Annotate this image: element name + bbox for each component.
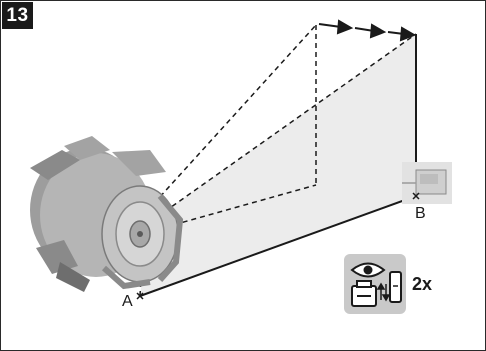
eye-check-icon	[350, 262, 386, 278]
point-b-marker	[412, 192, 420, 200]
point-a-marker	[136, 292, 144, 300]
repeat-check-panel	[344, 254, 406, 314]
up-down-arrow-icon	[376, 282, 391, 302]
point-a-label: A	[122, 293, 133, 310]
rotating-laser-icon	[30, 136, 184, 292]
small-device-icon	[351, 280, 377, 307]
step-number-badge: 13	[2, 2, 33, 29]
laser-target-icon	[402, 162, 452, 204]
point-b-label: B	[415, 205, 426, 222]
laser-beam-area	[140, 34, 416, 296]
measurement-line-a-b	[139, 195, 417, 297]
repeat-count-label: 2x	[412, 274, 432, 294]
receiver-icon	[389, 271, 402, 303]
arrow-right-icon	[318, 19, 417, 42]
